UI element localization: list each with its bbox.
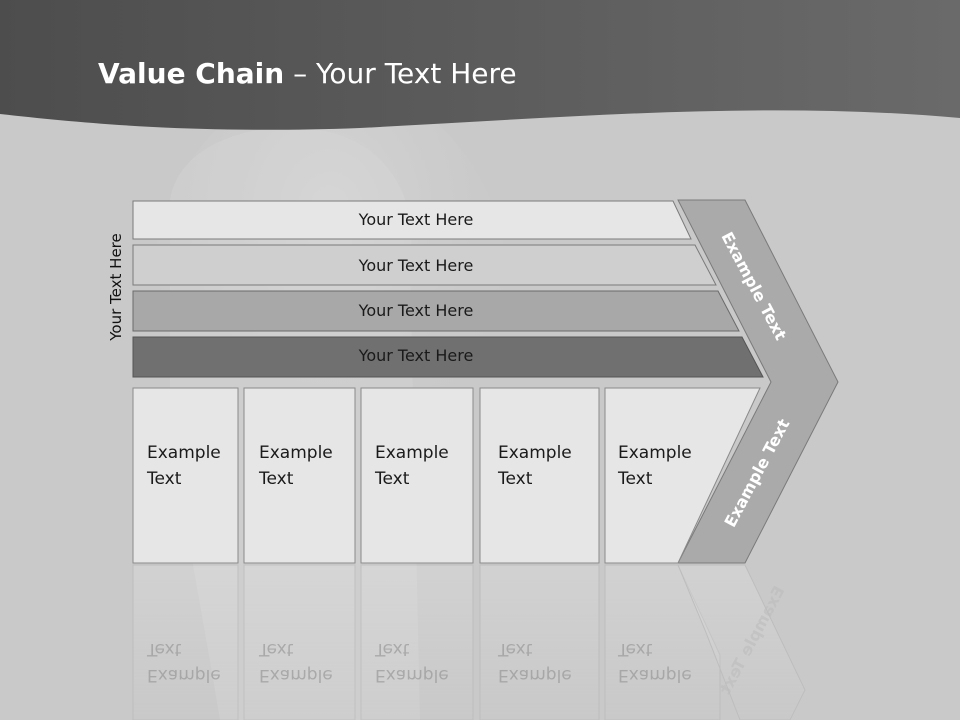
activity-box-4-line2: Text <box>498 469 533 489</box>
chevron-reflection <box>677 564 806 720</box>
activity-box-4-line1: Example <box>498 443 572 463</box>
activity-box-5-line2: Text <box>618 469 653 489</box>
activity-box-1-reflection-line1: Example <box>147 665 221 685</box>
row-1-label: Your Text Here <box>358 210 474 229</box>
activity-box-1-reflection <box>132 564 239 720</box>
activity-box-3-line1: Example <box>375 443 449 463</box>
activity-box-3-reflection-line2: Text <box>375 639 410 659</box>
activity-box-4-reflection-line1: Example <box>498 665 572 685</box>
value-chain-row-3 <box>132 290 740 332</box>
activity-box-1 <box>132 387 239 564</box>
header-band <box>0 0 960 130</box>
vertical-side-label: Your Text Here <box>107 233 125 341</box>
activity-box-1-label: Example Text <box>147 440 221 492</box>
activity-box-1-reflection-label: Example Text <box>147 636 221 688</box>
activity-box-4 <box>479 387 600 564</box>
activity-box-2-line1: Example <box>259 443 333 463</box>
activity-box-1-reflection-line2: Text <box>147 639 182 659</box>
slide-title-bold: Value Chain <box>98 57 285 90</box>
activity-box-3 <box>360 387 474 564</box>
row-3-label: Your Text Here <box>358 301 474 320</box>
reflection-group <box>132 564 806 720</box>
value-chain-row-2 <box>132 244 717 286</box>
activity-box-5-label: Example Text <box>618 440 692 492</box>
activity-box-5-reflection-line2: Text <box>618 639 653 659</box>
activity-box-1-line2: Text <box>147 469 182 489</box>
row-2-label: Your Text Here <box>358 256 474 275</box>
activity-box-4-reflection-line2: Text <box>498 639 533 659</box>
activity-box-4-reflection-label: Example Text <box>498 636 572 688</box>
activity-box-5-reflection-label: Example Text <box>618 636 692 688</box>
activity-box-2-label: Example Text <box>259 440 333 492</box>
activity-box-4-reflection <box>479 564 600 720</box>
activity-box-5-reflection-line1: Example <box>618 665 692 685</box>
activity-box-3-reflection <box>360 564 474 720</box>
activity-box-5 <box>604 387 761 564</box>
activity-box-2-reflection-line2: Text <box>259 639 294 659</box>
activity-box-1-line1: Example <box>147 443 221 463</box>
activity-box-3-reflection-line1: Example <box>375 665 449 685</box>
activity-box-5-reflection <box>604 564 721 720</box>
row-4-label: Your Text Here <box>358 346 474 365</box>
activity-box-3-line2: Text <box>375 469 410 489</box>
activity-box-2-reflection-label: Example Text <box>259 636 333 688</box>
activity-box-2 <box>243 387 356 564</box>
activity-box-5-line1: Example <box>618 443 692 463</box>
activity-box-2-reflection-line1: Example <box>259 665 333 685</box>
slide-title-rest: – Your Text Here <box>284 57 517 90</box>
value-chain-row-4 <box>132 336 764 378</box>
activity-box-2-line2: Text <box>259 469 294 489</box>
activity-box-3-label: Example Text <box>375 440 449 492</box>
value-chain-chevron <box>677 199 839 564</box>
activity-box-3-reflection-label: Example Text <box>375 636 449 688</box>
value-chain-row-1 <box>132 200 692 240</box>
activity-box-4-label: Example Text <box>498 440 572 492</box>
slide-title: Value Chain – Your Text Here <box>98 54 517 94</box>
activity-box-2-reflection <box>243 564 356 720</box>
